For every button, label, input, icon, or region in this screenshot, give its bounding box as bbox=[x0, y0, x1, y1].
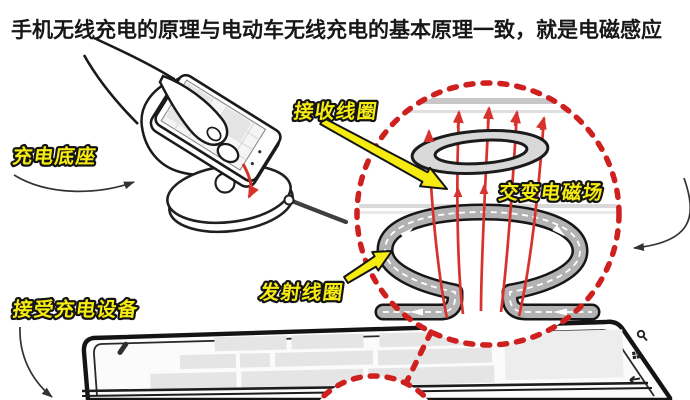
arm-outline-top bbox=[93, 36, 175, 81]
arm-outline-bottom bbox=[82, 54, 139, 125]
arrow-to-device bbox=[19, 326, 53, 398]
pad-cable-nub bbox=[283, 194, 295, 206]
charging-base-label: 充电底座 bbox=[11, 145, 98, 168]
phone-button-dot bbox=[250, 162, 254, 166]
bottom-phone-tiles bbox=[150, 329, 624, 391]
magnifier-callout bbox=[354, 80, 622, 348]
arrow-to-charging-pad bbox=[13, 174, 135, 193]
bottom-phone bbox=[81, 319, 673, 400]
callout-labels: 充电底座 接收线圈 交变电磁场 发射线圈 接受充电设备 bbox=[9, 98, 608, 323]
arrow-to-callout bbox=[633, 177, 690, 251]
callout-dashed-circle bbox=[354, 80, 622, 348]
earpiece bbox=[117, 341, 129, 355]
phone-button-dot bbox=[258, 150, 262, 154]
callout-arrows bbox=[319, 116, 448, 284]
thumbnail bbox=[206, 126, 222, 142]
receiving-coil-arrow bbox=[319, 116, 448, 190]
alternating-emf-label: 交变电磁场 bbox=[497, 181, 605, 204]
field-line-tips bbox=[423, 106, 547, 142]
back-icon bbox=[629, 375, 641, 385]
callout-connector bbox=[403, 329, 434, 386]
drop-arrow bbox=[241, 163, 259, 199]
windows-icon bbox=[632, 350, 641, 360]
transmitting-coil-label: 发射线圈 bbox=[257, 281, 345, 304]
annotation-arrows bbox=[13, 174, 690, 398]
pad-cable bbox=[289, 198, 349, 225]
receiving-coil-label: 接收线圈 bbox=[292, 100, 379, 123]
receiving-coil-ring bbox=[410, 129, 550, 175]
fingertip bbox=[216, 142, 240, 164]
mini-callout bbox=[316, 329, 434, 400]
page-title: 手机无线充电的原理与电动车无线充电的基本原理一致，就是电磁感应 bbox=[11, 19, 662, 42]
coil-current-arrows bbox=[400, 224, 567, 316]
hand-phone-scene bbox=[82, 36, 349, 234]
charging-device-label: 接受充电设备 bbox=[11, 298, 140, 321]
search-icon bbox=[636, 329, 648, 342]
mini-dashed-circle bbox=[316, 373, 432, 400]
nav-icons bbox=[629, 329, 648, 385]
transmitting-coil-arrow bbox=[343, 250, 393, 284]
